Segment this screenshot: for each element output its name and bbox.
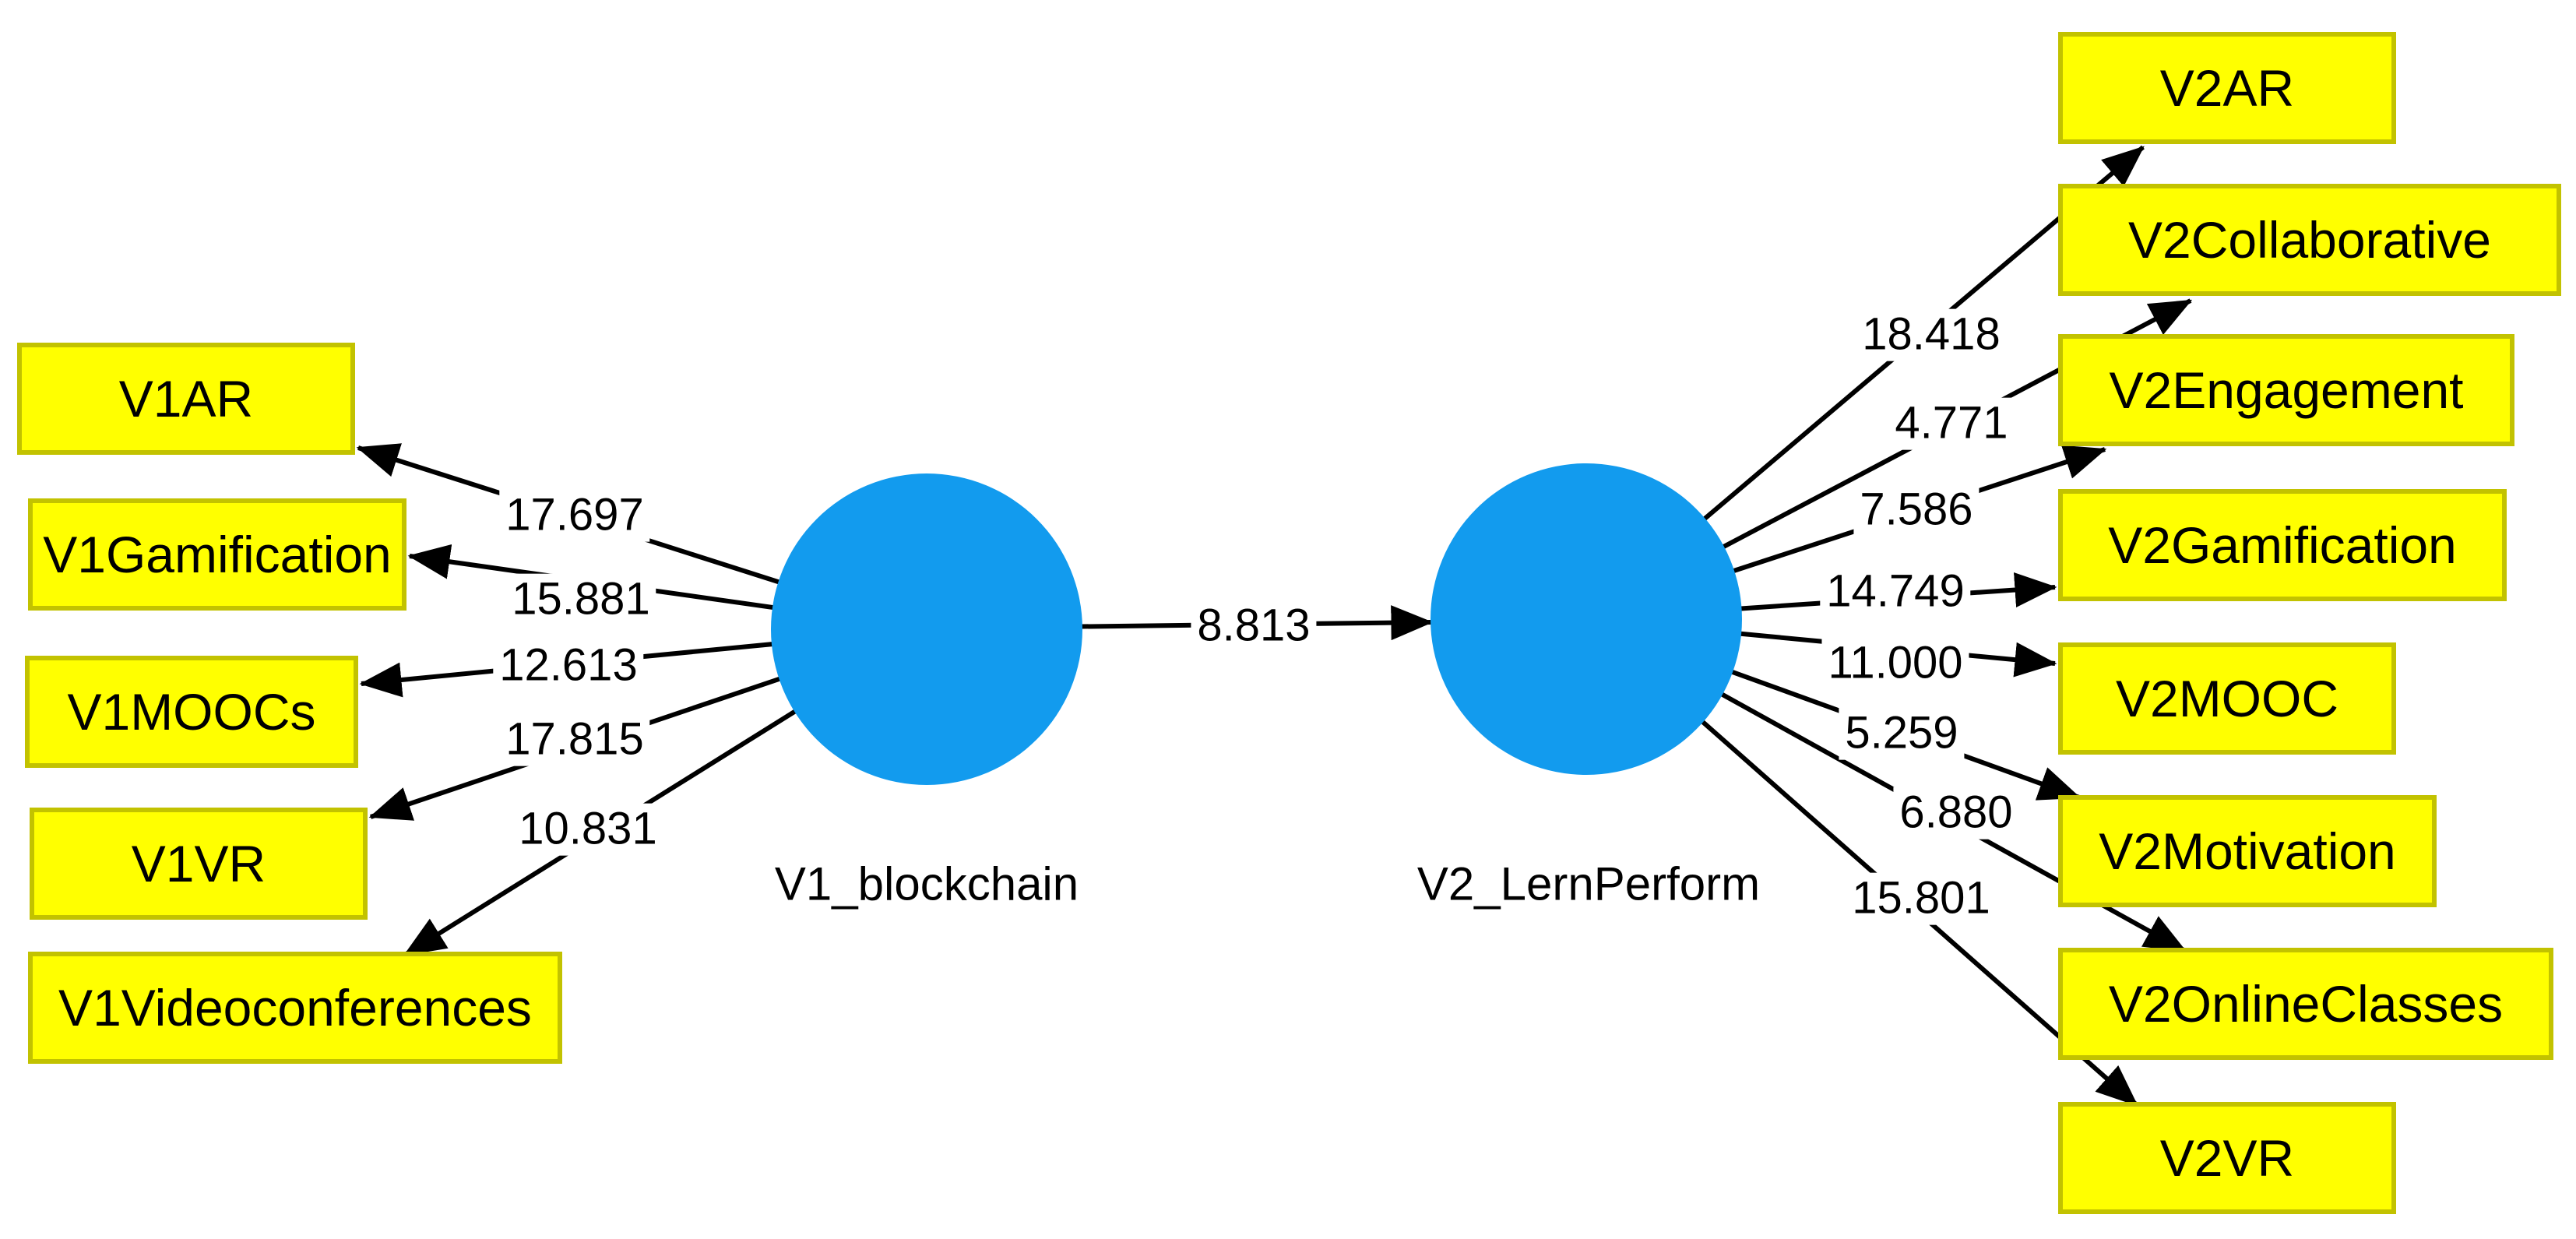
indicator-label-v2collaborative: V2Collaborative	[2128, 211, 2491, 269]
indicator-box-v1ar: V1AR	[17, 343, 355, 455]
indicator-box-v2vr: V2VR	[2058, 1102, 2396, 1214]
indicator-box-v1gamification: V1Gamification	[28, 498, 406, 611]
latent-node-v2-lernperform	[1431, 463, 1742, 775]
loading-value-v2vr: 15.801	[1846, 872, 1997, 925]
indicator-box-v1moocs: V1MOOCs	[25, 656, 358, 768]
indicator-label-v2gamification: V2Gamification	[2108, 516, 2457, 574]
indicator-label-v1gamification: V1Gamification	[43, 526, 392, 583]
indicator-label-v2ar: V2AR	[2159, 59, 2295, 117]
indicator-box-v2collaborative: V2Collaborative	[2058, 184, 2561, 296]
indicator-label-v2onlineclasses: V2OnlineClasses	[2108, 975, 2504, 1033]
loading-value-v1videoconferences: 10.831	[512, 803, 663, 856]
indicator-box-v2onlineclasses: V2OnlineClasses	[2058, 948, 2553, 1060]
loading-value-v1ar: 17.697	[499, 489, 650, 542]
indicator-label-v1vr: V1VR	[131, 835, 266, 892]
loading-value-v2gamification: 14.749	[1820, 565, 1971, 618]
indicator-box-v2engagement: V2Engagement	[2058, 334, 2514, 446]
indicator-label-v1videoconferences: V1Videoconferences	[58, 979, 532, 1037]
indicator-box-v2gamification: V2Gamification	[2058, 489, 2507, 601]
latent-node-v1-blockchain	[771, 473, 1082, 785]
indicator-label-v2motivation: V2Motivation	[2099, 822, 2396, 880]
indicator-box-v1vr: V1VR	[30, 808, 368, 920]
indicator-label-v2vr: V2VR	[2159, 1129, 2295, 1187]
indicator-box-v2ar: V2AR	[2058, 32, 2396, 144]
loading-value-v1vr: 17.815	[499, 713, 650, 766]
latent-label-v2-lernperform: V2_LernPerform	[1416, 857, 1761, 910]
loading-value-v2mooc: 11.000	[1821, 637, 1969, 690]
indicator-label-v1ar: V1AR	[118, 370, 254, 428]
indicator-label-v2engagement: V2Engagement	[2109, 361, 2464, 419]
indicator-label-v1moocs: V1MOOCs	[67, 683, 316, 741]
loading-value-v1gamification: 15.881	[505, 573, 656, 626]
loading-value-v1moocs: 12.613	[493, 639, 644, 692]
loading-value-v2motivation: 5.259	[1839, 707, 1965, 760]
loading-value-v2collaborative: 4.771	[1888, 397, 2015, 450]
path-value-v1-to-v2: 8.813	[1191, 600, 1317, 653]
latent-label-v1-blockchain: V1_blockchain	[774, 857, 1079, 910]
indicator-box-v2mooc: V2MOOC	[2058, 642, 2396, 755]
loading-value-v2onlineclasses: 6.880	[1893, 787, 2019, 839]
loading-value-v2ar: 18.418	[1856, 308, 2007, 361]
loading-value-v2engagement: 7.586	[1853, 484, 1980, 537]
indicator-box-v1videoconferences: V1Videoconferences	[28, 952, 562, 1064]
indicator-box-v2motivation: V2Motivation	[2058, 795, 2437, 907]
indicator-label-v2mooc: V2MOOC	[2115, 670, 2339, 727]
